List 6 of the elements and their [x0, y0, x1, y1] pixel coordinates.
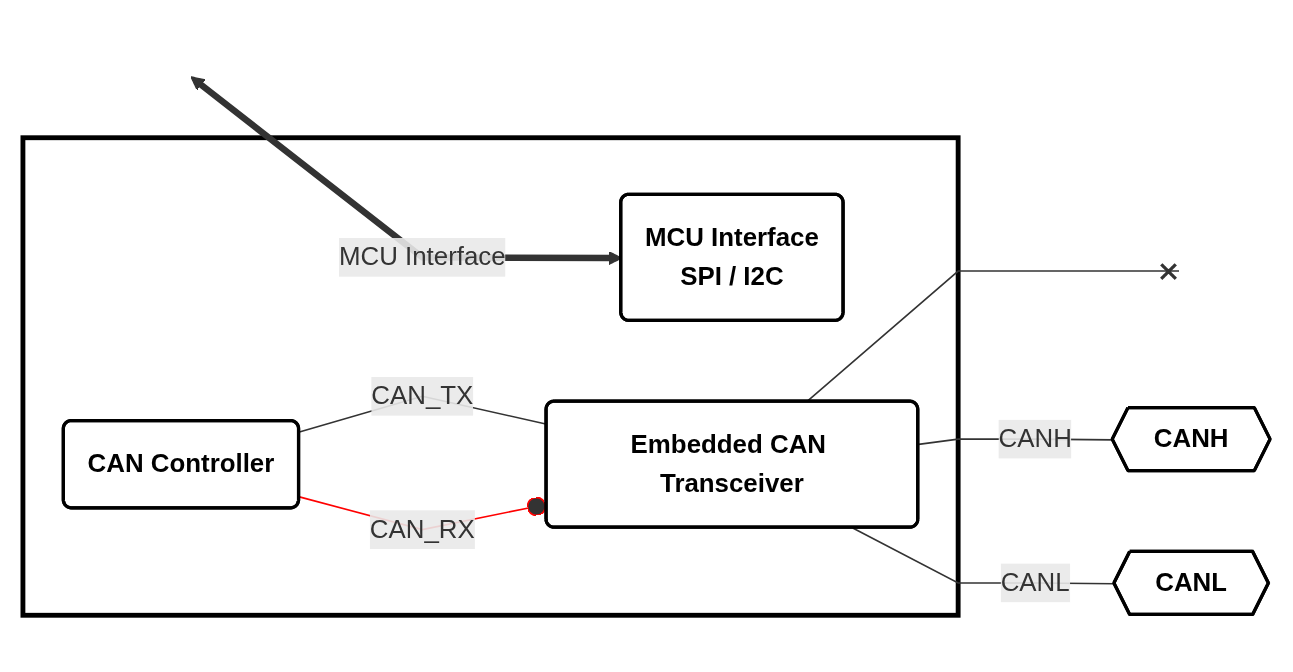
edge-label: CAN_TX	[371, 381, 474, 410]
edge-label: CANH	[998, 424, 1072, 452]
edge-label: CAN_RX	[369, 514, 475, 543]
edge-label: CANL	[1000, 568, 1070, 596]
cluster	[20, 135, 961, 618]
edge-label: MCU Interface	[338, 242, 506, 271]
